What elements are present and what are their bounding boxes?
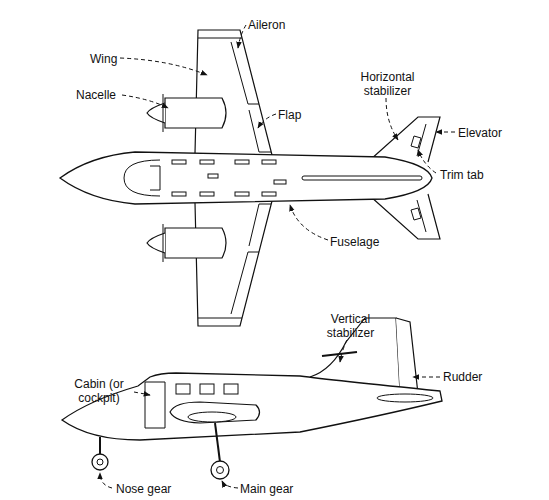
part-label: Trim tab xyxy=(440,168,484,182)
seat xyxy=(150,166,160,190)
leader-lines xyxy=(100,25,455,488)
nose-strut xyxy=(99,437,101,455)
part-label: Rudder xyxy=(443,370,482,384)
cabin-door xyxy=(145,382,165,428)
part-label: Fuselage xyxy=(330,235,379,249)
windows xyxy=(172,160,422,196)
stabilizer-side xyxy=(377,394,433,402)
main-wheel xyxy=(211,461,229,479)
nose-hub xyxy=(97,459,103,465)
fuselage-top xyxy=(60,152,432,204)
part-label: Nose gear xyxy=(116,482,171,496)
rudder xyxy=(396,318,418,394)
part-label: Cabin (or cockpit) xyxy=(66,377,132,405)
main-hub xyxy=(217,467,224,474)
main-strut xyxy=(215,423,220,462)
nacelle-side xyxy=(170,402,260,423)
part-label: Nacelle xyxy=(76,88,116,102)
part-label: Horizontal stabilizer xyxy=(350,70,425,98)
part-label: Elevator xyxy=(458,126,502,140)
fuselage-side xyxy=(62,373,442,440)
side-windows xyxy=(176,384,238,394)
upper-half xyxy=(147,30,440,162)
part-label: Vertical stabilizer xyxy=(318,312,383,340)
antenna xyxy=(322,352,357,356)
propeller-disc xyxy=(188,412,236,422)
windshield xyxy=(124,160,160,196)
nose-wheel xyxy=(92,454,108,470)
part-label: Aileron xyxy=(248,18,285,32)
part-label: Flap xyxy=(278,108,301,122)
lower-half xyxy=(147,194,440,326)
part-label: Wing xyxy=(90,52,117,66)
part-label: Main gear xyxy=(240,482,293,496)
